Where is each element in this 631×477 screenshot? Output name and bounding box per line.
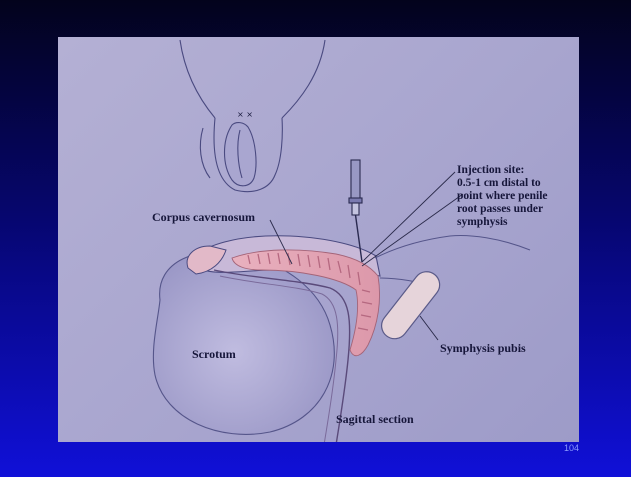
label-injection-site: Injection site: 0.5-1 cm distal to point… [457,164,548,229]
label-sagittal-section: Sagittal section [336,413,414,426]
slide-number: 104 [564,443,579,453]
injection-line: point where penile [457,190,548,203]
label-symphysis-pubis: Symphysis pubis [440,342,526,355]
scrotum-shape [153,252,334,434]
injection-line: Injection site: [457,164,548,177]
injection-line: symphysis [457,216,548,229]
injection-line: root passes under [457,203,548,216]
injection-line: 0.5-1 cm distal to [457,177,548,190]
label-scrotum: Scrotum [192,348,236,361]
injection-marks: × × [237,110,253,119]
label-corpus-cavernosum: Corpus cavernosum [152,211,255,224]
